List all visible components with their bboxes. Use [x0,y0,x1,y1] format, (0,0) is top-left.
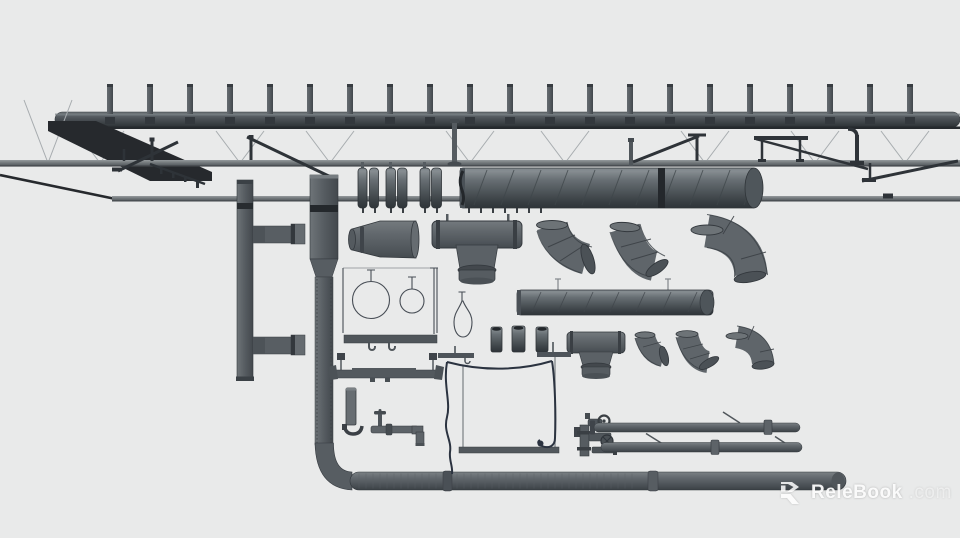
elbow-90-small [725,325,775,370]
dimension-sketch-circles [342,267,438,334]
seismic-braces [112,133,959,188]
duct-couplings-large [357,162,442,209]
braced-pipe-lower [600,432,803,455]
spiral-duct-large [458,167,764,209]
elbow-60-large [609,221,669,281]
bottom-pipe-run [349,470,847,492]
trapeze-hanger-bar [328,353,444,382]
suspended-pipe-upper [0,160,960,167]
sprinkler-posts [105,84,915,124]
riser-duct-with-flex-elbow [309,174,353,491]
elbow-90-large [690,214,768,284]
pipe-spigot-with-hook [342,387,364,436]
elbow-45-large [536,220,596,275]
strut-plate [343,334,438,351]
elbow-45-small [634,331,670,367]
braced-pipe-upper [590,411,801,435]
tee-fitting-large [431,214,523,285]
teardrop-sketch [453,291,473,338]
elbow-60-small [675,330,720,373]
spiral-duct-medium [516,278,715,316]
duct-couplings-small [490,325,549,353]
tee-fitting-small [566,331,626,379]
flange-pins [362,208,542,213]
pipe-stand-bracket [236,179,306,381]
hose-bib-assembly [370,409,425,446]
reducer-fitting [348,220,420,259]
hanger-stubs [447,119,864,167]
flex-connector-sketch [438,342,571,475]
ceiling-sprinkler-branch [54,84,960,129]
